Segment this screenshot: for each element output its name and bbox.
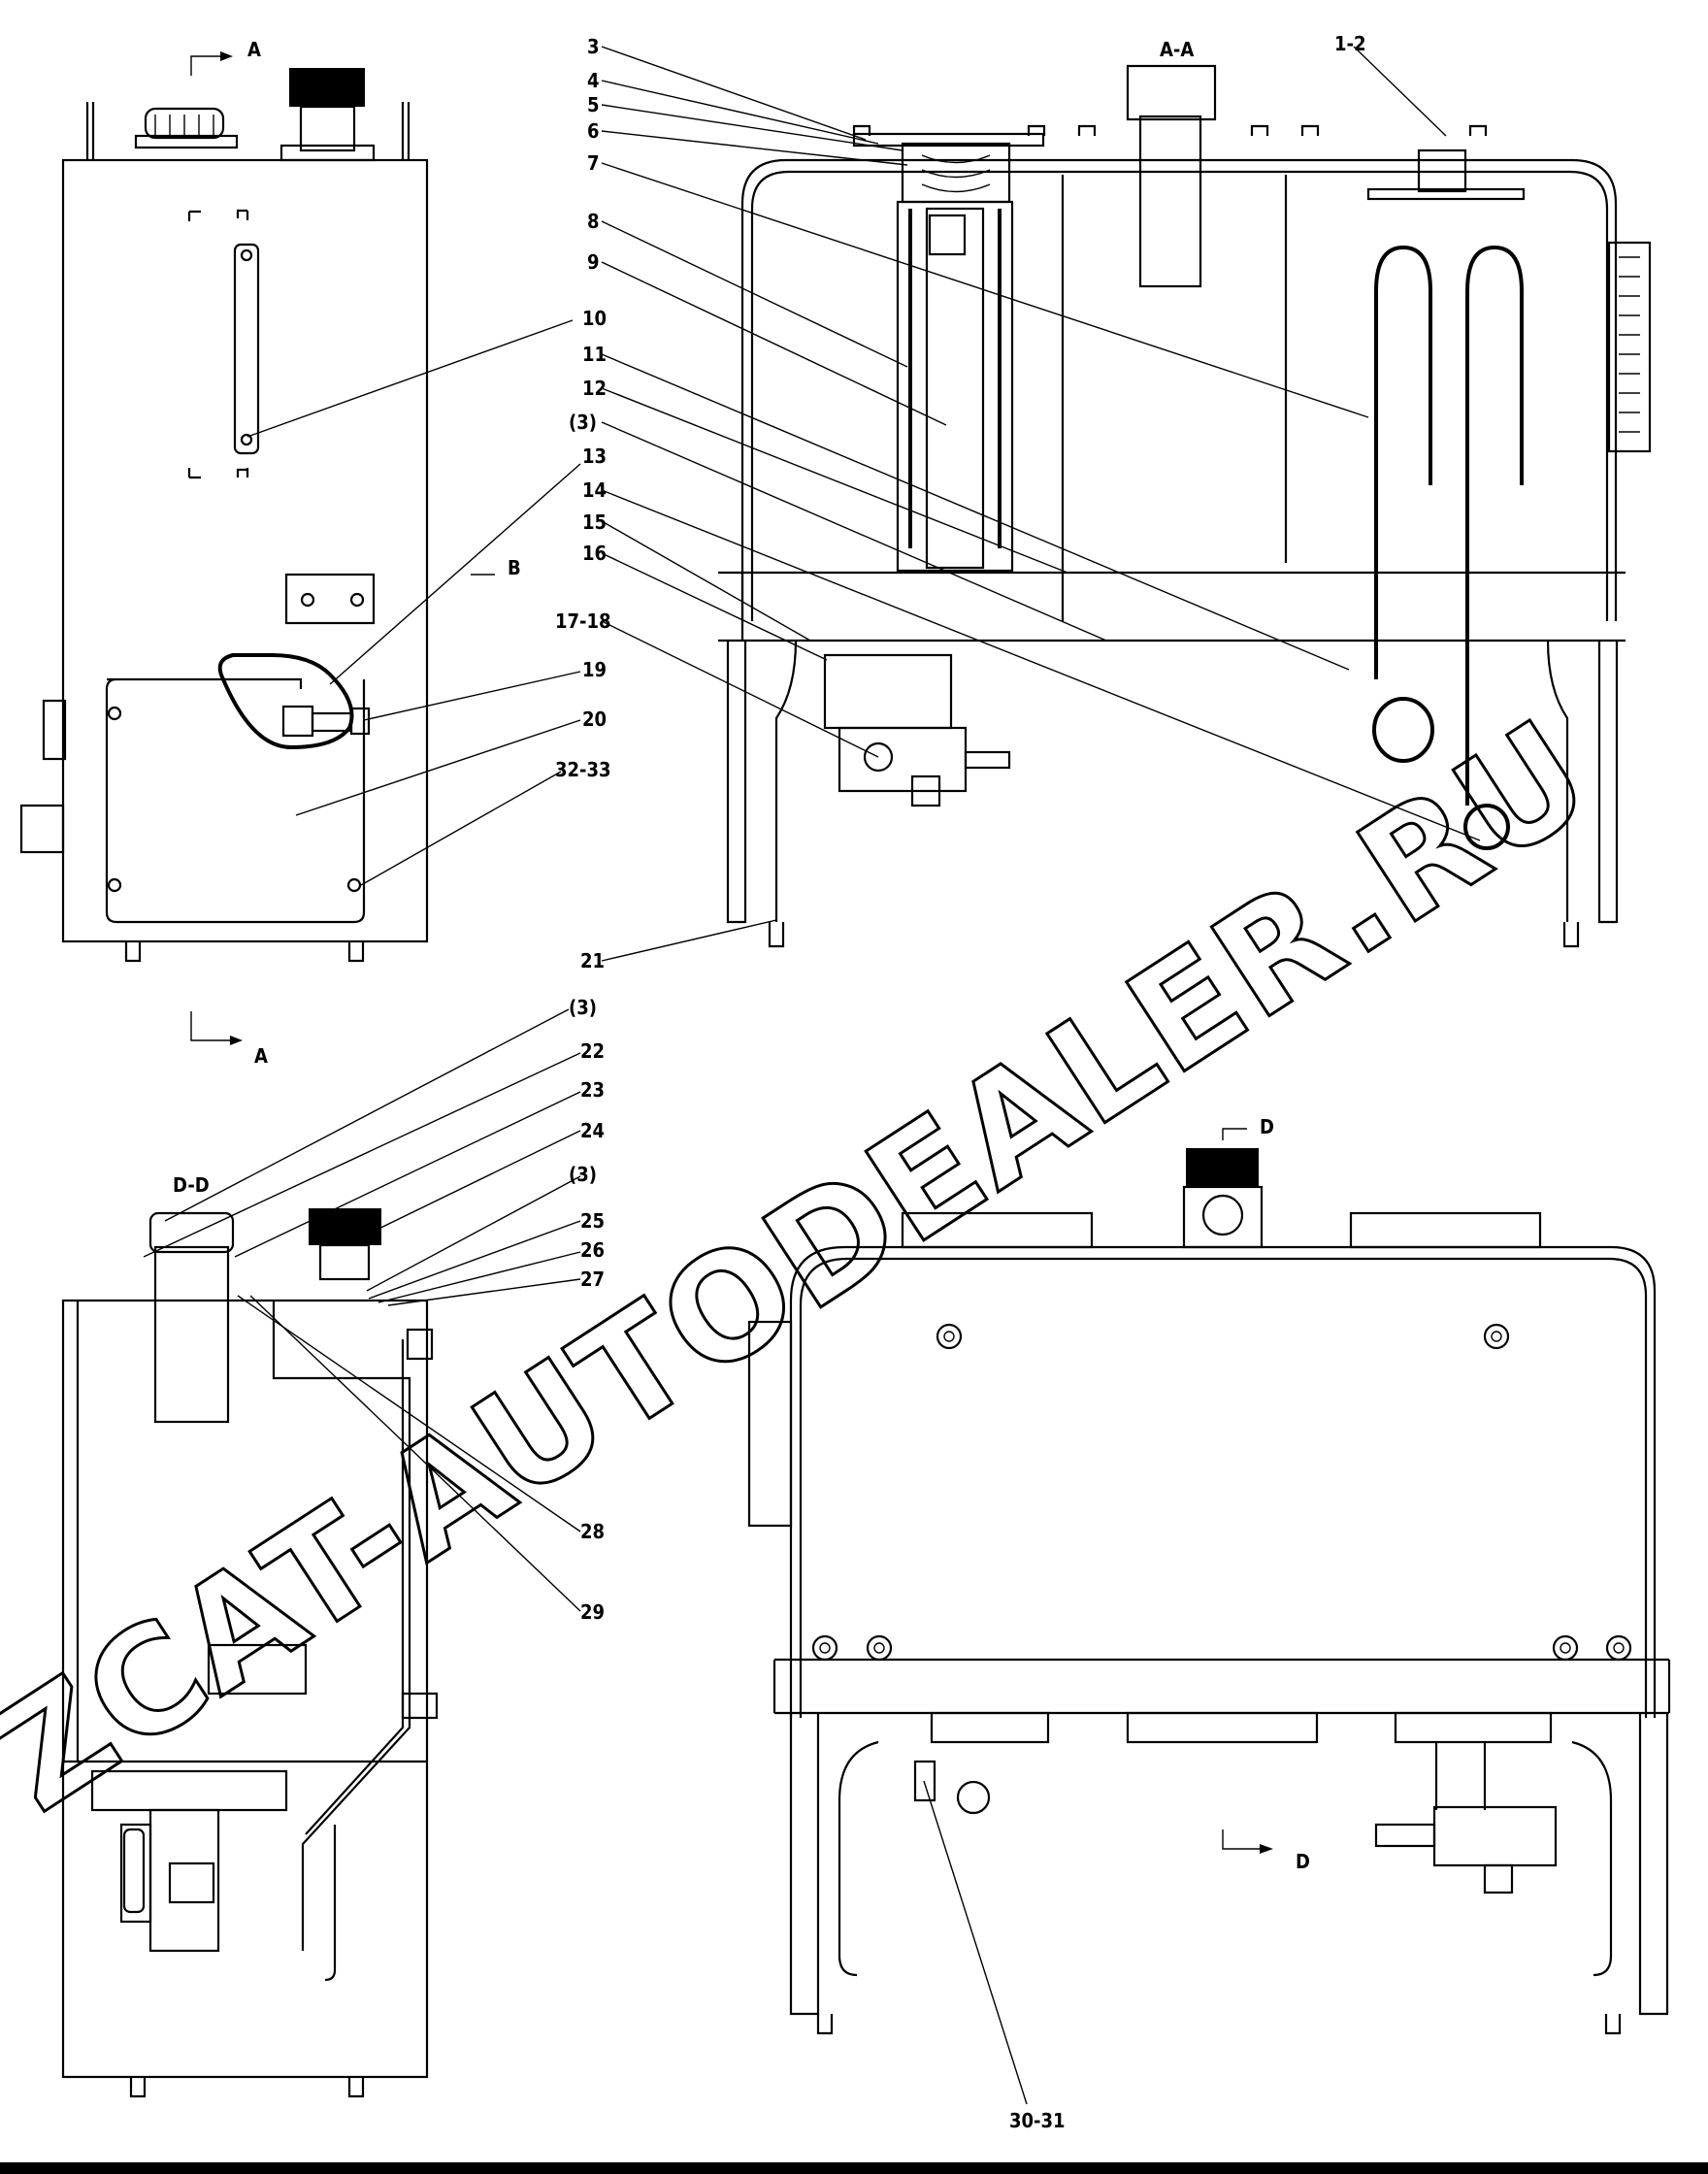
view-arrow-d-top-label: D	[1260, 1115, 1274, 1138]
side-fitting-upper	[42, 699, 67, 761]
view-arrow-a-bottom-label: A	[254, 1044, 268, 1068]
callout-32-33: 32-33	[555, 758, 611, 781]
breather-tube	[1138, 115, 1202, 288]
callout-15: 15	[582, 511, 607, 534]
callout-9: 9	[587, 250, 600, 274]
callout-4: 4	[587, 69, 600, 92]
valve-block-side	[90, 1769, 288, 1953]
side-sight-glass	[1607, 241, 1652, 453]
valve-block-section	[823, 653, 1011, 807]
callout-14: 14	[582, 478, 607, 502]
callout-16: 16	[582, 542, 607, 565]
filler-cap-side	[309, 1208, 381, 1245]
front-view: B A A	[19, 38, 581, 1068]
callout-25: 25	[580, 1209, 605, 1233]
bottom-bracket-right	[1394, 1711, 1553, 1744]
callout-30-31: 30-31	[1009, 2109, 1066, 2132]
level-gauge	[187, 209, 260, 479]
callout-21: 21	[580, 949, 605, 972]
mounting-bolts	[811, 1323, 1632, 1662]
top-plate-left	[901, 1211, 1094, 1249]
callout-3: 3	[587, 35, 600, 58]
side-panel-rear	[747, 1320, 793, 1528]
callout-5: 5	[587, 93, 600, 116]
callout-3-ref-b: (3)	[569, 996, 597, 1019]
callout-26: 26	[580, 1238, 605, 1262]
callout-29: 29	[580, 1600, 605, 1624]
callout-8: 8	[587, 210, 600, 233]
view-arrow-b-label: B	[508, 556, 521, 579]
breather-cap-icon	[134, 107, 239, 149]
tank-body-outline	[61, 158, 429, 943]
sheet-bottom-border	[0, 2162, 1708, 2174]
callout-12: 12	[582, 377, 607, 400]
bottom-bracket-center	[1126, 1711, 1319, 1744]
section-d-d-view: D-D	[61, 1008, 581, 2098]
drain-fitting	[913, 1760, 936, 1802]
callout-17-18: 17-18	[555, 609, 611, 633]
callout-20: 20	[582, 708, 607, 731]
callout-3-ref-c: (3)	[569, 1163, 597, 1186]
bottom-bracket-left	[930, 1711, 1050, 1744]
callout-10: 10	[582, 307, 607, 330]
access-panel	[105, 653, 371, 924]
side-fitting-lower	[19, 804, 65, 854]
section-a-a-view: A-A	[601, 38, 1652, 962]
valve-block-rear	[1432, 1805, 1558, 1867]
view-arrow-d-bottom-label: D	[1296, 1850, 1310, 1873]
breather-cap-section	[1126, 64, 1217, 121]
callout-6: 6	[587, 119, 600, 143]
filler-cap-rear	[1186, 1148, 1259, 1187]
section-aa-title: A-A	[1160, 38, 1194, 61]
callout-23: 23	[580, 1078, 605, 1102]
cover-plate-small	[284, 573, 376, 625]
breather-tube-side	[153, 1245, 230, 1424]
callout-11: 11	[582, 343, 607, 366]
top-plate-right	[1349, 1211, 1542, 1249]
callout-28: 28	[580, 1520, 605, 1543]
breather-cap-side	[148, 1211, 235, 1254]
callout-7: 7	[587, 151, 600, 175]
section-dd-title: D-D	[173, 1173, 210, 1197]
filler-cap-icon	[279, 68, 376, 162]
callout-27: 27	[580, 1268, 605, 1291]
view-arrow-a-top-label: A	[247, 38, 261, 61]
callout-3-ref-a: (3)	[569, 411, 597, 434]
suction-pipe-assembly	[1366, 148, 1526, 850]
callout-22: 22	[580, 1039, 605, 1063]
return-filter	[852, 132, 1045, 573]
callout-labels: 1-2 3 4 5 6 7 8 9 10 11 12 (3) 13 14 15 …	[555, 32, 1366, 2132]
callout-19: 19	[582, 658, 607, 681]
watermark-text: ZCAT-AUTODEALER.RU	[0, 688, 1620, 1844]
rear-view: D D	[747, 1115, 1671, 2105]
callout-1-2: 1-2	[1334, 32, 1366, 55]
watermark: ZCAT-AUTODEALER.RU	[0, 687, 1621, 1846]
callout-13: 13	[582, 445, 607, 468]
callout-24: 24	[580, 1119, 605, 1142]
